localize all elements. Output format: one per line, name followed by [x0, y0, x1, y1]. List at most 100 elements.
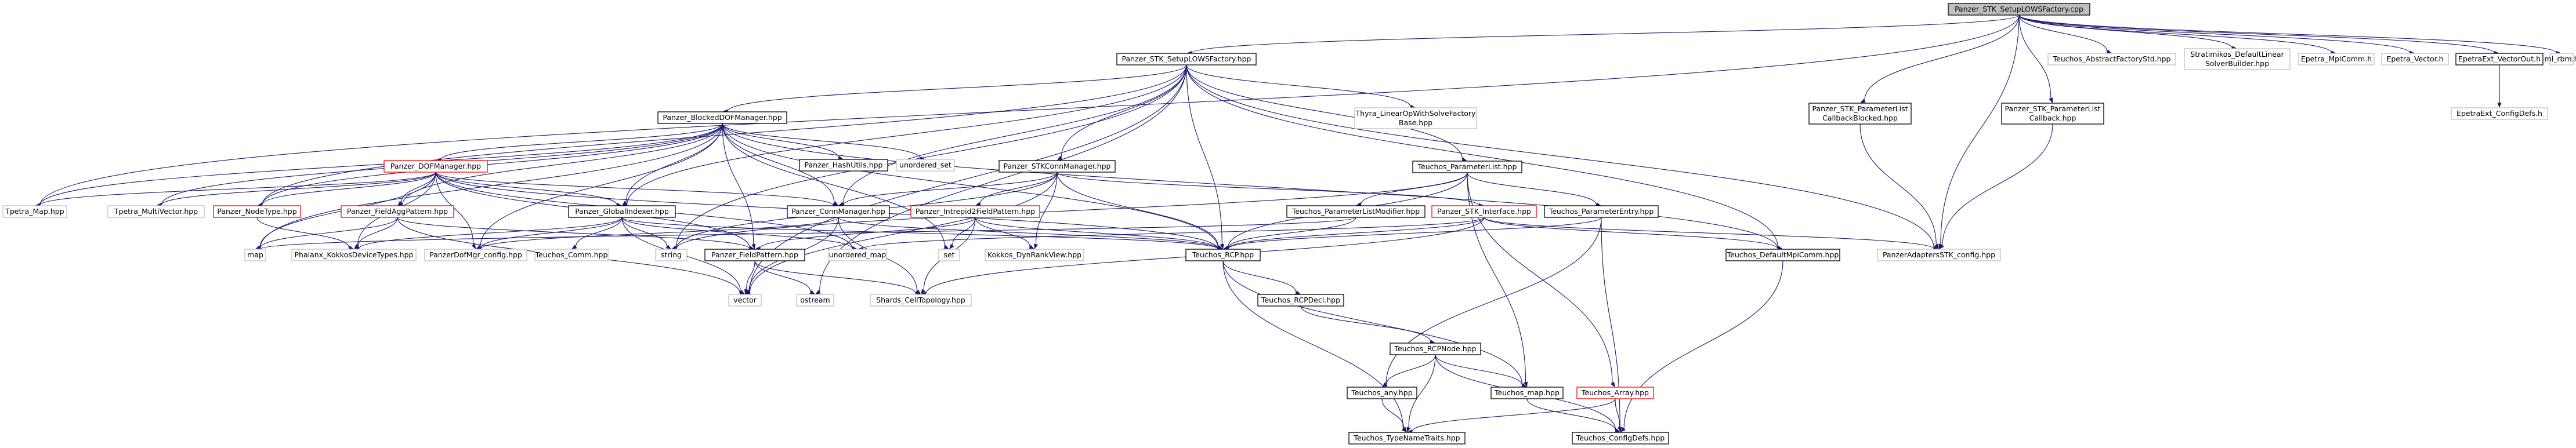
- node-box[interactable]: [1116, 53, 1257, 65]
- edge-root-to-epetra_vec: [2018, 14, 2411, 53]
- arrowhead-stkhpp-to-rcp: [1220, 243, 1224, 249]
- edge-rcpnode-to-tmap: [1435, 354, 1523, 386]
- node-epetraext-vectorout-h[interactable]: EpetraExt_VectorOut.h: [2455, 53, 2544, 65]
- node-panzer-nodetype-hpp[interactable]: Panzer_NodeType.hpp: [213, 205, 301, 218]
- node-panzer-stk-parameterlist-callbackblocked-hpp[interactable]: Panzer_STK_ParameterListCallbackBlocked.…: [1808, 103, 1912, 125]
- edge-dofmgr-to-connmgr: [435, 172, 834, 206]
- edges-layer: [35, 14, 2561, 434]
- node-box: [655, 249, 688, 261]
- node-box[interactable]: [213, 205, 301, 218]
- edge-stkconn-to-kokkos_drv: [1035, 172, 1058, 245]
- node-box[interactable]: [1490, 387, 1564, 399]
- edge-blocked-to-unordered_set: [722, 123, 921, 159]
- node-panzer-blockeddofmanager-hpp[interactable]: Panzer_BlockedDOFManager.hpp: [657, 111, 787, 124]
- node-box[interactable]: [787, 205, 890, 218]
- arrowhead-blocked-to-set: [943, 245, 949, 249]
- node-teuchos-typenametraits-hpp[interactable]: Teuchos_TypeNameTraits.hpp: [1348, 432, 1466, 445]
- node-box[interactable]: [2001, 103, 2104, 125]
- node-teuchos-parameterlistmodifier-hpp[interactable]: Teuchos_ParameterListModifier.hpp: [1286, 205, 1426, 218]
- node-unordered-map: unordered_map: [828, 249, 887, 261]
- node-string: string: [655, 249, 688, 261]
- node-teuchos-any-hpp[interactable]: Teuchos_any.hpp: [1347, 387, 1417, 399]
- node-box: [2381, 53, 2449, 65]
- arrowhead-root-to-pl_cb_blocked: [1860, 99, 1866, 103]
- edge-plmodifier-to-map: [260, 217, 1356, 250]
- node-box[interactable]: [657, 111, 787, 124]
- edge-intrepid-to-rcp: [975, 217, 1218, 249]
- node-label: PanzerAdaptersSTK_config.hpp: [1883, 250, 1995, 259]
- edge-dofmgr-to-tpetra_map: [39, 172, 436, 206]
- node-tpetra-multivector-hpp: Tpetra_MultiVector.hpp: [107, 205, 205, 218]
- node-box[interactable]: [1412, 161, 1522, 173]
- edge-dofmgr-to-tpetra_mv: [161, 172, 436, 206]
- node-box[interactable]: [2455, 53, 2544, 65]
- node-panzer-connmanager-hpp[interactable]: Panzer_ConnManager.hpp: [787, 205, 890, 218]
- node-box[interactable]: [1431, 205, 1537, 218]
- node-box[interactable]: [1725, 249, 1840, 261]
- node-teuchos-parameterentry-hpp[interactable]: Teuchos_ParameterEntry.hpp: [1544, 205, 1659, 218]
- node-panzer-fieldaggpattern-hpp[interactable]: Panzer_FieldAggPattern.hpp: [341, 205, 454, 218]
- arrowhead-rcpdecl-to-rcpnode: [1430, 340, 1435, 344]
- node-tpetra-map-hpp: Tpetra_Map.hpp: [2, 205, 67, 218]
- node-label: Teuchos_RCPDecl.hpp: [1261, 296, 1340, 304]
- node-panzer-stk-interface-hpp[interactable]: Panzer_STK_Interface.hpp: [1431, 205, 1537, 218]
- node-teuchos-defaultmpicomm-hpp[interactable]: Teuchos_DefaultMpiComm.hpp: [1725, 249, 1840, 261]
- edge-dofmgr-to-panzer_cfg: [435, 172, 474, 245]
- edge-blocked-to-dofmgr: [440, 123, 723, 161]
- edge-connmgr-to-panzer_cfg: [480, 217, 839, 249]
- node-label: Shards_CellTopology.hpp: [876, 296, 965, 304]
- node-label: CallbackBlocked.hpp: [1822, 114, 1898, 122]
- edge-blocked-to-panzer_cfg: [480, 123, 723, 247]
- node-panzer-dofmanager-hpp[interactable]: Panzer_DOFManager.hpp: [383, 160, 488, 173]
- edge-stkconn-to-stkiface: [1057, 172, 1479, 206]
- node-box[interactable]: [1576, 387, 1654, 399]
- arrowhead-intrepid-to-kokkos_drv: [1029, 245, 1034, 249]
- node-teuchos-map-hpp[interactable]: Teuchos_map.hpp: [1490, 387, 1564, 399]
- node-box[interactable]: [799, 159, 888, 172]
- node-box[interactable]: [1390, 343, 1481, 355]
- node-box: [2298, 53, 2375, 65]
- node-box: [2549, 53, 2574, 65]
- node-panzer-globalindexer-hpp[interactable]: Panzer_GlobalIndexer.hpp: [568, 205, 676, 218]
- node-label: EpetraExt_VectorOut.h: [2458, 54, 2541, 63]
- node-teuchos-rcp-hpp[interactable]: Teuchos_RCP.hpp: [1185, 249, 1261, 261]
- edge-root-to-mlrbm: [2018, 14, 2557, 53]
- node-box[interactable]: [341, 205, 454, 218]
- node-ostream: ostream: [796, 294, 834, 307]
- node-box[interactable]: [1286, 205, 1426, 218]
- node-box[interactable]: [1544, 205, 1659, 218]
- node-box[interactable]: [1185, 249, 1261, 261]
- node-teuchos-rcpnode-hpp[interactable]: Teuchos_RCPNode.hpp: [1390, 343, 1481, 355]
- node-panzer-stkconnmanager-hpp[interactable]: Panzer_STKConnManager.hpp: [998, 160, 1116, 173]
- edge-blocked-to-connmgr: [722, 123, 835, 203]
- node-box[interactable]: [1348, 432, 1466, 445]
- node-teuchos-configdefs-hpp[interactable]: Teuchos_ConfigDefs.hpp: [1572, 432, 1669, 445]
- edge-intrepid-to-fieldpattern: [759, 217, 976, 249]
- node-panzer-hashutils-hpp[interactable]: Panzer_HashUtils.hpp: [799, 159, 888, 172]
- node-box[interactable]: [1347, 387, 1417, 399]
- node-map: map: [244, 249, 266, 261]
- node-box[interactable]: [910, 205, 1040, 218]
- node-box[interactable]: [568, 205, 676, 218]
- node-label: PanzerDofMgr_config.hpp: [429, 250, 522, 259]
- node-box[interactable]: [1572, 432, 1669, 445]
- edge-fieldagg-to-map: [260, 217, 398, 249]
- node-panzer-intrepid2fieldpattern-hpp[interactable]: Panzer_Intrepid2FieldPattern.hpp: [910, 205, 1040, 218]
- node-panzer-stk-setuplowsfactory-hpp[interactable]: Panzer_STK_SetupLOWSFactory.hpp: [1116, 53, 1257, 65]
- node-box[interactable]: [383, 160, 488, 173]
- node-box[interactable]: [1808, 103, 1912, 125]
- node-teuchos-array-hpp[interactable]: Teuchos_Array.hpp: [1576, 387, 1654, 399]
- node-label: Panzer_FieldAggPattern.hpp: [347, 207, 448, 216]
- edge-blocked-to-fieldpattern: [722, 123, 754, 245]
- node-teuchos-rcpdecl-hpp[interactable]: Teuchos_RCPDecl.hpp: [1257, 294, 1344, 307]
- node-panzer-fieldpattern-hpp[interactable]: Panzer_FieldPattern.hpp: [704, 249, 805, 261]
- edge-stkhpp-to-vector: [749, 64, 1187, 292]
- node-teuchos-parameterlist-hpp[interactable]: Teuchos_ParameterList.hpp: [1412, 161, 1522, 173]
- node-box[interactable]: [704, 249, 805, 261]
- node-label: Callback.hpp: [2029, 114, 2076, 122]
- node-label: map: [247, 250, 263, 259]
- node-box: [107, 205, 205, 218]
- node-box[interactable]: [998, 160, 1116, 173]
- node-box[interactable]: [1257, 294, 1344, 307]
